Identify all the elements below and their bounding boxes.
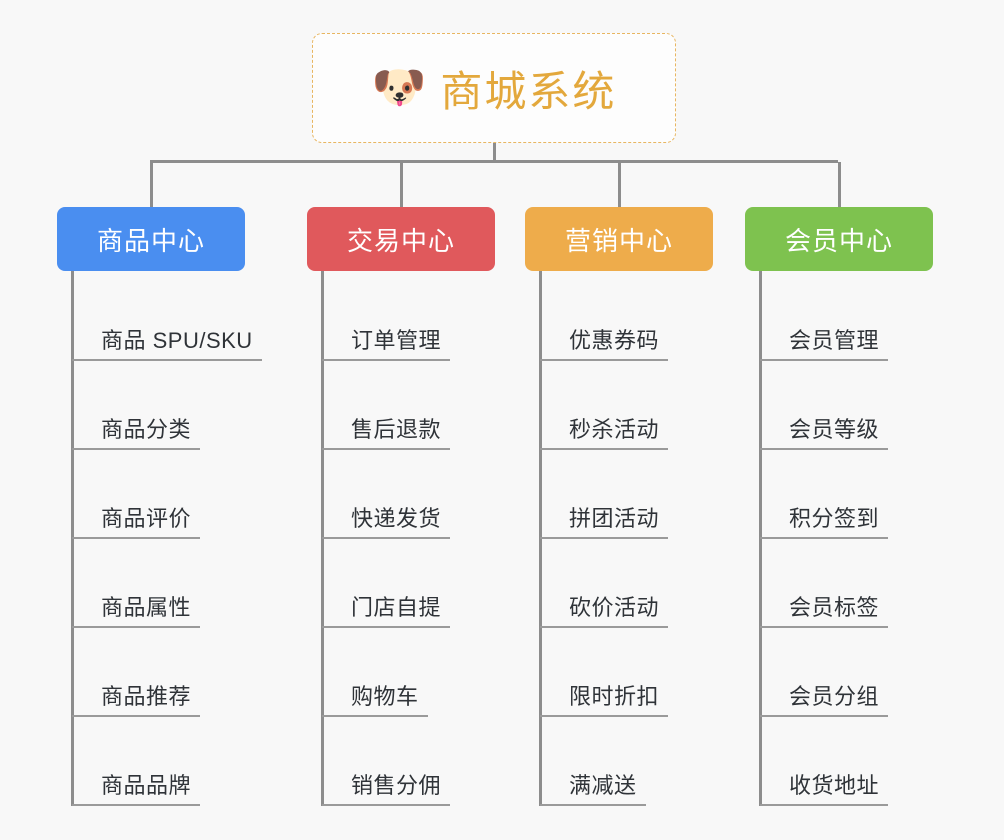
list-item-label: 优惠券码: [569, 328, 660, 353]
list-item[interactable]: 收货地址: [759, 717, 933, 806]
list-item[interactable]: 快递发货: [321, 450, 495, 539]
list-item[interactable]: 砍价活动: [539, 539, 713, 628]
leaf-underline: [322, 804, 450, 806]
leaf-list-trade-center: 订单管理 售后退款 快递发货 门店自提 购物车 销售分佣: [321, 271, 495, 806]
list-item[interactable]: 会员分组: [759, 628, 933, 717]
leaf-underline: [540, 359, 668, 361]
branch-product-center: 商品中心 商品 SPU/SKU 商品分类 商品评价 商品属性 商品推荐: [57, 207, 262, 806]
leaf-list-marketing-center: 优惠券码 秒杀活动 拼团活动 砍价活动 限时折扣 满减送: [539, 271, 713, 806]
root-node-mall-system[interactable]: 🐶 商城系统: [312, 33, 676, 143]
list-item[interactable]: 门店自提: [321, 539, 495, 628]
leaf-list-product-center: 商品 SPU/SKU 商品分类 商品评价 商品属性 商品推荐 商品品牌: [71, 271, 262, 806]
leaf-underline: [760, 448, 888, 450]
connector-root-trunk: [493, 143, 496, 162]
list-item-label: 积分签到: [789, 506, 880, 531]
category-box-member-center[interactable]: 会员中心: [745, 207, 933, 271]
list-item[interactable]: 商品推荐: [71, 628, 245, 717]
list-item-label: 会员分组: [789, 684, 880, 709]
leaf-underline: [540, 448, 668, 450]
list-item[interactable]: 满减送: [539, 717, 713, 806]
leaf-underline: [540, 537, 668, 539]
list-item[interactable]: 商品属性: [71, 539, 245, 628]
list-item-label: 砍价活动: [569, 595, 660, 620]
category-label: 商品中心: [96, 225, 205, 256]
list-item[interactable]: 购物车: [321, 628, 495, 717]
leaf-underline: [322, 359, 450, 361]
list-item-label: 购物车: [351, 684, 419, 709]
list-item[interactable]: 限时折扣: [539, 628, 713, 717]
list-item-label: 商品推荐: [101, 684, 192, 709]
leaf-list-member-center: 会员管理 会员等级 积分签到 会员标签 会员分组 收货地址: [759, 271, 933, 806]
leaf-underline: [322, 626, 450, 628]
branch-marketing-center: 营销中心 优惠券码 秒杀活动 拼团活动 砍价活动 限时折扣: [525, 207, 713, 806]
connector-horizontal-bus: [150, 160, 838, 163]
list-item-label: 拼团活动: [569, 506, 660, 531]
leaf-underline: [540, 715, 668, 717]
connector-drop-member-center: [838, 162, 841, 207]
branch-trade-center: 交易中心 订单管理 售后退款 快递发货 门店自提 购物车: [307, 207, 495, 806]
list-item[interactable]: 销售分佣: [321, 717, 495, 806]
leaf-underline: [760, 715, 888, 717]
leaf-underline: [540, 626, 668, 628]
leaf-underline: [760, 804, 888, 806]
list-item-label: 会员标签: [789, 595, 880, 620]
list-item[interactable]: 会员管理: [759, 272, 933, 361]
list-item[interactable]: 订单管理: [321, 272, 495, 361]
connector-drop-marketing-center: [618, 162, 621, 207]
leaf-underline: [540, 804, 646, 806]
root-title: 商城系统: [440, 67, 617, 115]
list-item-label: 商品 SPU/SKU: [101, 328, 253, 353]
list-item-label: 会员等级: [789, 417, 880, 442]
category-label: 营销中心: [564, 225, 673, 256]
list-item-label: 会员管理: [789, 328, 880, 353]
list-item-label: 满减送: [569, 773, 637, 798]
leaf-underline: [760, 537, 888, 539]
list-item[interactable]: 优惠券码: [539, 272, 713, 361]
list-item-label: 收货地址: [789, 773, 880, 798]
list-item-label: 商品品牌: [101, 773, 192, 798]
category-box-trade-center[interactable]: 交易中心: [307, 207, 495, 271]
list-item[interactable]: 积分签到: [759, 450, 933, 539]
list-item[interactable]: 商品 SPU/SKU: [71, 272, 262, 361]
list-item-label: 限时折扣: [569, 684, 660, 709]
list-item-label: 商品属性: [101, 595, 192, 620]
category-label: 交易中心: [346, 225, 455, 256]
leaf-underline: [322, 715, 428, 717]
list-item-label: 售后退款: [351, 417, 442, 442]
list-item[interactable]: 会员等级: [759, 361, 933, 450]
list-item-label: 快递发货: [351, 506, 442, 531]
leaf-underline: [72, 359, 262, 361]
category-box-marketing-center[interactable]: 营销中心: [525, 207, 713, 271]
leaf-underline: [72, 448, 200, 450]
leaf-underline: [322, 448, 450, 450]
category-label: 会员中心: [784, 225, 893, 256]
list-item-label: 订单管理: [351, 328, 442, 353]
list-item[interactable]: 商品品牌: [71, 717, 245, 806]
list-item[interactable]: 售后退款: [321, 361, 495, 450]
list-item[interactable]: 会员标签: [759, 539, 933, 628]
list-item-label: 商品评价: [101, 506, 192, 531]
list-item-label: 秒杀活动: [569, 417, 660, 442]
list-item[interactable]: 拼团活动: [539, 450, 713, 539]
leaf-underline: [322, 537, 450, 539]
connector-drop-trade-center: [400, 162, 403, 207]
list-item-label: 销售分佣: [351, 773, 442, 798]
leaf-underline: [72, 715, 200, 717]
branch-member-center: 会员中心 会员管理 会员等级 积分签到 会员标签 会员分组: [745, 207, 933, 806]
shiba-dog-face-icon: 🐶: [371, 63, 427, 112]
leaf-underline: [72, 626, 200, 628]
category-box-product-center[interactable]: 商品中心: [57, 207, 245, 271]
leaf-underline: [760, 359, 888, 361]
list-item-label: 门店自提: [351, 595, 442, 620]
leaf-underline: [72, 804, 200, 806]
list-item[interactable]: 秒杀活动: [539, 361, 713, 450]
list-item[interactable]: 商品分类: [71, 361, 245, 450]
list-item[interactable]: 商品评价: [71, 450, 245, 539]
list-item-label: 商品分类: [101, 417, 192, 442]
connector-drop-product-center: [150, 162, 153, 207]
leaf-underline: [72, 537, 200, 539]
leaf-underline: [760, 626, 888, 628]
